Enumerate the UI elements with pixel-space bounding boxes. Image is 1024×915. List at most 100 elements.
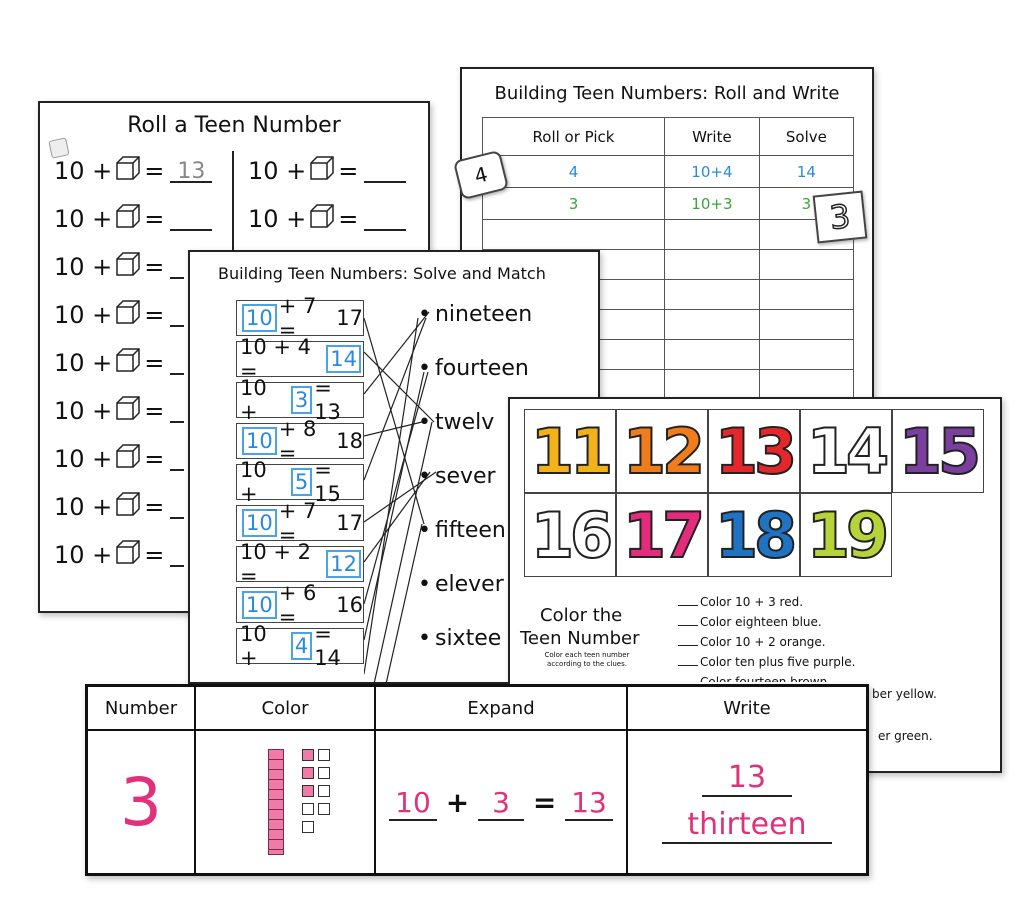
eq-boxed-result: 14 [326, 345, 361, 373]
cube-icon [112, 299, 144, 331]
cube-icon [306, 203, 338, 235]
clue-text: Color ten plus five purple. [700, 655, 856, 669]
teen-number: 16 [530, 498, 614, 573]
roll-row-addend: 10 + [54, 445, 113, 473]
eq-result: 16 [336, 593, 363, 617]
eq-op: + 6 = [278, 581, 317, 629]
eq-left: 10 + 4 = [240, 335, 312, 383]
card-value: 3 [827, 196, 853, 237]
roll-row: 10 + = [54, 395, 185, 427]
cube-icon [112, 539, 144, 571]
roll-row-answer [364, 207, 407, 231]
cube-icon [306, 155, 338, 187]
roll-row-right: 10 += [248, 155, 407, 187]
match-equation: 10 + 4 = 14 [236, 335, 364, 383]
eq-boxed-tens: 10 [242, 427, 277, 455]
roll-row-answer [170, 303, 185, 327]
color-sheet-title-1: Color the [540, 605, 623, 626]
match-sheet-title: Building Teen Numbers: Solve and Match [218, 264, 546, 283]
color-sheet-title-2: Teen Number [520, 628, 640, 649]
big-number: 3 [120, 763, 162, 841]
roll-row-addend: 10 + [248, 205, 307, 233]
teen-number-cell: 15 [892, 409, 984, 493]
eq-result: = 13 [314, 376, 341, 424]
roll-row: 10 += [54, 299, 185, 331]
color-clue: Color eighteen blue. [678, 615, 822, 629]
eq-result: 18 [336, 429, 363, 453]
roll-row-equals: = [144, 301, 165, 329]
eq-result: 17 [336, 306, 363, 330]
roll-row-answer [170, 351, 185, 375]
cube-icon [112, 491, 144, 523]
roll-row-addend: 10 + [54, 253, 113, 281]
cube-icon [112, 155, 144, 187]
write-cell: 13 thirteen [626, 729, 867, 874]
roll-sheet-title: Roll a Teen Number [127, 113, 341, 138]
roll-row-answer [170, 495, 185, 519]
roll-row-answer [170, 207, 213, 231]
teen-number-cell: 14 [800, 409, 892, 493]
teen-number: 18 [714, 498, 798, 573]
roll-row-equals: = [338, 205, 359, 233]
teen-number: 17 [622, 498, 706, 573]
teen-number: 13 [714, 414, 798, 489]
roll-row-equals: = [144, 205, 165, 233]
roll-row-addend: 10 + [54, 157, 113, 185]
teen-number-cell: 16 [524, 493, 616, 577]
header-color: Color [194, 686, 376, 731]
color-clue: Color ten plus five purple. [678, 655, 855, 669]
match-equation: 10+ 7 = 17 [236, 294, 364, 342]
eq-boxed-tens: 10 [242, 591, 277, 619]
roll-row-addend: 10 + [54, 397, 113, 425]
teen-number-cell: 17 [616, 493, 708, 577]
eq-boxed-result: 12 [326, 550, 361, 578]
match-equation: 10 +4= 14 [236, 622, 364, 670]
roll-row: 10 += [54, 251, 185, 283]
clue-text: Color eighteen blue. [700, 615, 822, 629]
eq-left: 10 + 2 = [240, 540, 312, 588]
roll-row-equals: = [144, 445, 165, 473]
teen-number: 15 [898, 414, 982, 489]
number-word: elever [418, 572, 504, 597]
eq-result: = 14 [314, 622, 341, 670]
roll-row-addend: 10 + [54, 349, 113, 377]
eq-op: + 7 = [278, 499, 317, 547]
roll-row-answer [170, 447, 185, 471]
color-clue: Color 10 + 2 orange. [678, 635, 826, 649]
number-word: twelv [418, 410, 494, 435]
cube-icon [112, 443, 144, 475]
eq-op: + 7 = [278, 294, 317, 342]
clue-text: Color fourteen brown. [700, 675, 832, 682]
expand-plus: + [445, 785, 470, 819]
match-equation: 10+ 8 = 18 [236, 417, 364, 465]
roll-row-equals: = [144, 397, 165, 425]
roll-row-answer [364, 159, 407, 183]
expand-tens: 10 [389, 785, 437, 821]
match-equation: 10 + 2 = 12 [236, 540, 364, 588]
clue-text: Color 10 + 3 red. [700, 595, 804, 609]
eq-left: 10 + [240, 458, 267, 506]
teen-number-cell: 18 [708, 493, 800, 577]
expand-equals: = [532, 785, 557, 819]
teen-number: 14 [806, 414, 890, 489]
color-cell [194, 729, 376, 874]
teen-number: 19 [806, 498, 890, 573]
clue-blank [678, 645, 698, 646]
color-sheet-subtitle: Color each teen number according to the … [544, 651, 630, 668]
teen-number-cell: 12 [616, 409, 708, 493]
roll-row-right: 10 + = [248, 203, 407, 235]
clue-blank [678, 605, 698, 606]
column-divider [232, 151, 234, 271]
eq-boxed-tens: 10 [242, 509, 277, 537]
row2-write: 10+3 [664, 187, 760, 220]
roll-row: 10 += [54, 491, 185, 523]
teen-number: 12 [622, 414, 706, 489]
eq-result: 17 [336, 511, 363, 535]
eq-op: + 8 = [278, 417, 317, 465]
roll-row: 10 + = [54, 347, 185, 379]
write-number: 13 [702, 760, 792, 797]
roll-row-equals: = [144, 349, 165, 377]
teen-number-cell: 19 [800, 493, 892, 577]
expand-write-sheet: Number Color Expand Write 3 10 [85, 684, 869, 876]
roll-row-answer: 13 [170, 159, 213, 184]
